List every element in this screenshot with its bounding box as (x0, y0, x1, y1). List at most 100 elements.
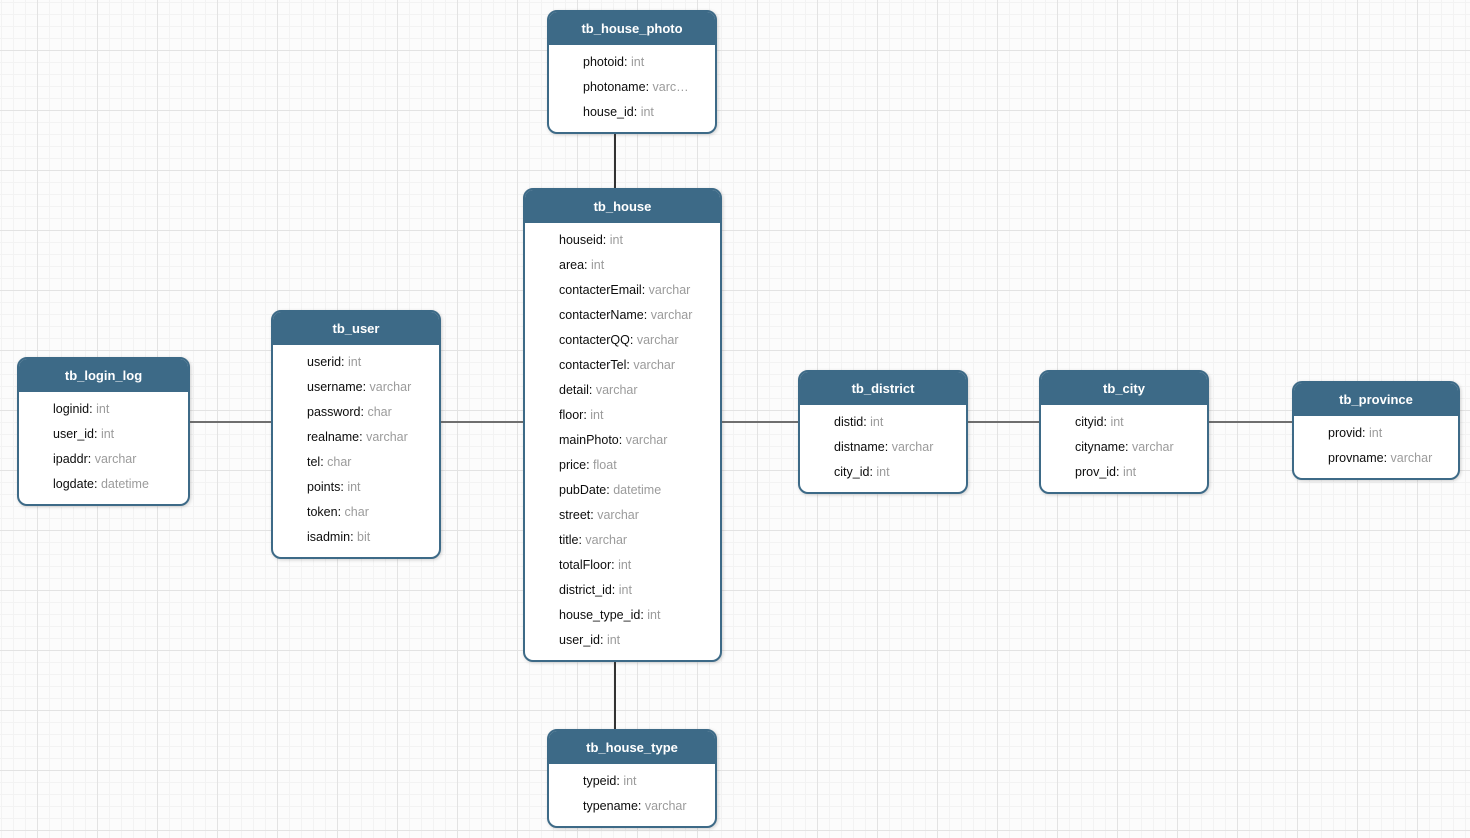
field-row-contacterName[interactable]: contacterNamevarchar (525, 303, 720, 328)
field-type: varchar (644, 799, 687, 813)
field-row-logdate[interactable]: logdatedatetime (19, 472, 188, 497)
field-row-user_id[interactable]: user_idint (19, 422, 188, 447)
field-type: int (100, 427, 115, 441)
field-row-password[interactable]: passwordchar (273, 400, 439, 425)
field-row-provname[interactable]: provnamevarchar (1294, 446, 1458, 471)
field-row-city_id[interactable]: city_idint (800, 460, 966, 485)
field-type: bit (357, 530, 371, 544)
connector-login_log-user[interactable] (190, 421, 271, 423)
field-row-pubDate[interactable]: pubDatedatetime (525, 478, 720, 503)
table-tb_user[interactable]: tb_useruseridintusernamevarcharpasswordc… (271, 310, 441, 559)
field-type: int (96, 402, 110, 416)
table-tb_house_type[interactable]: tb_house_typetypeidinttypenamevarchar (547, 729, 717, 828)
field-row-typename[interactable]: typenamevarchar (549, 794, 715, 819)
field-row-typeid[interactable]: typeidint (549, 769, 715, 794)
field-name: photoid (583, 55, 631, 69)
field-row-area[interactable]: areaint (525, 253, 720, 278)
connector-city-province[interactable] (1209, 421, 1292, 423)
field-row-title[interactable]: titlevarchar (525, 528, 720, 553)
field-name: floor (559, 408, 590, 422)
field-name: contacterName (559, 308, 651, 322)
table-tb_city[interactable]: tb_city cityidintcitynamevarcharprov_idin… (1039, 370, 1209, 494)
field-type: int (609, 233, 623, 247)
field-row-photoname[interactable]: photonamevarc… (549, 75, 715, 100)
field-name: cityname (1075, 440, 1132, 454)
field-name: typeid (583, 774, 623, 788)
field-name: logdate (53, 477, 101, 491)
field-name: loginid (53, 402, 96, 416)
field-row-contacterEmail[interactable]: contacterEmailvarchar (525, 278, 720, 303)
field-row-cityid[interactable]: cityidint (1041, 410, 1207, 435)
field-type: varchar (636, 333, 679, 347)
field-type: int (640, 105, 654, 119)
connector-house_photo-house[interactable] (614, 134, 616, 188)
field-type: int (870, 415, 884, 429)
field-name: pubDate (559, 483, 613, 497)
field-type: int (347, 480, 361, 494)
field-row-district_id[interactable]: district_idint (525, 578, 720, 603)
field-type: varchar (633, 358, 676, 372)
field-row-realname[interactable]: realnamevarchar (273, 425, 439, 450)
field-type: int (348, 355, 362, 369)
field-row-username[interactable]: usernamevarchar (273, 375, 439, 400)
table-tb_house_photo[interactable]: tb_house_photophotoidintphotonamevarc…ho… (547, 10, 717, 134)
table-title-tb_login_log[interactable]: tb_login_log (19, 359, 188, 392)
table-tb_house[interactable]: tb_house houseidintareaintcontacterEmailv… (523, 188, 722, 662)
field-row-totalFloor[interactable]: totalFloorint (525, 553, 720, 578)
table-body: distidintdistnamevarcharcity_idint (800, 405, 966, 485)
field-row-price[interactable]: pricefloat (525, 453, 720, 478)
field-row-isadmin[interactable]: isadminbit (273, 525, 439, 550)
field-row-photoid[interactable]: photoidint (549, 50, 715, 75)
field-row-points[interactable]: pointsint (273, 475, 439, 500)
field-name: photoname (583, 80, 653, 94)
field-row-house_type_id[interactable]: house_type_idint (525, 603, 720, 628)
field-type: varchar (595, 383, 638, 397)
field-row-prov_id[interactable]: prov_idint (1041, 460, 1207, 485)
field-type: int (590, 258, 605, 272)
field-row-cityname[interactable]: citynamevarchar (1041, 435, 1207, 460)
table-title-tb_house[interactable]: tb_house (525, 190, 720, 223)
field-name: mainPhoto (559, 433, 626, 447)
table-title-tb_user[interactable]: tb_user (273, 312, 439, 345)
field-row-mainPhoto[interactable]: mainPhotovarchar (525, 428, 720, 453)
field-row-provid[interactable]: providint (1294, 421, 1458, 446)
field-name: city_id (834, 465, 876, 479)
field-type: varchar (891, 440, 934, 454)
connector-house-house_type[interactable] (614, 662, 616, 729)
field-row-contacterQQ[interactable]: contacterQQvarchar (525, 328, 720, 353)
field-row-contacterTel[interactable]: contacterTelvarchar (525, 353, 720, 378)
field-row-houseid[interactable]: houseidint (525, 228, 720, 253)
field-row-loginid[interactable]: loginidint (19, 397, 188, 422)
field-row-distid[interactable]: distidint (800, 410, 966, 435)
field-type: int (1122, 465, 1137, 479)
field-row-userid[interactable]: useridint (273, 350, 439, 375)
field-row-user_id[interactable]: user_idint (525, 628, 720, 653)
field-name: userid (307, 355, 348, 369)
field-row-tel[interactable]: telchar (273, 450, 439, 475)
field-name: typename (583, 799, 645, 813)
field-row-floor[interactable]: floorint (525, 403, 720, 428)
field-type: int (618, 583, 632, 597)
field-row-street[interactable]: streetvarchar (525, 503, 720, 528)
table-tb_district[interactable]: tb_districtdistidintdistnamevarcharcity_… (798, 370, 968, 494)
field-name: house_id (583, 105, 641, 119)
table-title-tb_house_type[interactable]: tb_house_type (549, 731, 715, 764)
table-title-tb_province[interactable]: tb_province (1294, 383, 1458, 416)
field-row-distname[interactable]: distnamevarchar (800, 435, 966, 460)
field-name: detail (559, 383, 596, 397)
field-row-house_id[interactable]: house_idint (549, 100, 715, 125)
field-type: varchar (1390, 451, 1433, 465)
field-row-token[interactable]: tokenchar (273, 500, 439, 525)
table-tb_province[interactable]: tb_province providintprovnamevarchar (1292, 381, 1460, 480)
table-title-tb_house_photo[interactable]: tb_house_photo (549, 12, 715, 45)
connector-house-district[interactable] (722, 421, 798, 423)
table-title-tb_district[interactable]: tb_district (800, 372, 966, 405)
table-tb_login_log[interactable]: tb_login_logloginidintuser_idintipaddrva… (17, 357, 190, 506)
field-type: int (876, 465, 890, 479)
field-row-detail[interactable]: detailvarchar (525, 378, 720, 403)
field-type: varchar (585, 533, 628, 547)
field-row-ipaddr[interactable]: ipaddrvarchar (19, 447, 188, 472)
table-title-tb_city[interactable]: tb_city (1041, 372, 1207, 405)
connector-district-city[interactable] (968, 421, 1039, 423)
connector-user-house[interactable] (441, 421, 523, 423)
